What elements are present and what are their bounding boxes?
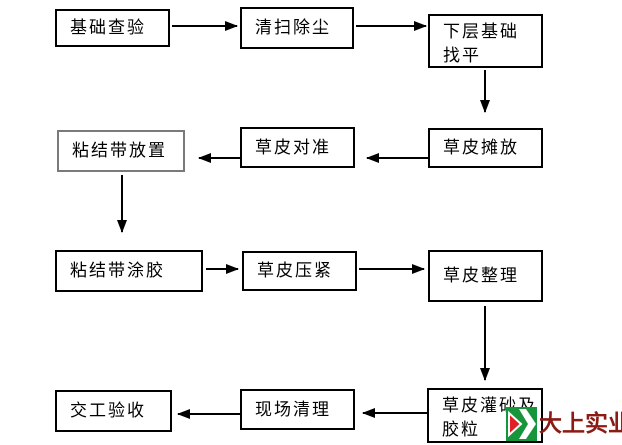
flow-node-turf-alignment: 草皮对准 <box>240 127 355 168</box>
flow-node-site-cleanup: 现场清理 <box>240 389 355 430</box>
flow-node-tape-gluing: 粘结带涂胶 <box>55 250 203 292</box>
flow-node-foundation-inspection: 基础查验 <box>55 9 170 47</box>
flow-node-handover-acceptance: 交工验收 <box>55 390 172 432</box>
flow-node-tape-placement: 粘结带放置 <box>57 130 185 172</box>
flow-node-sweep-dust: 清扫除尘 <box>240 7 354 49</box>
flow-node-turf-arranging: 草皮整理 <box>428 250 543 302</box>
flow-node-turf-pressing: 草皮压紧 <box>242 251 357 291</box>
dashang-logo-icon <box>506 407 537 441</box>
dashang-watermark: 大上实业 <box>506 407 622 441</box>
flow-node-turf-spreading: 草皮摊放 <box>428 128 543 168</box>
watermark-text: 大上实业 <box>539 411 622 436</box>
flow-node-level-lower-base: 下层基础找平 <box>428 14 543 68</box>
